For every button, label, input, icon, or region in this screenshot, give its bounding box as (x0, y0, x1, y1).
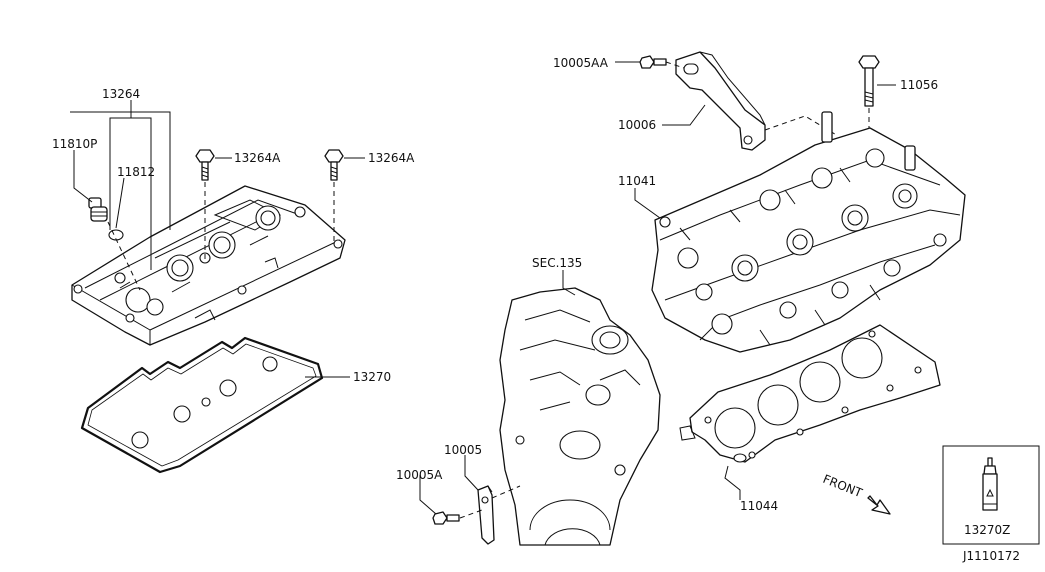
rocker-cover-bolt-2 (324, 149, 344, 181)
label-sec135: SEC.135 (532, 256, 582, 270)
sealant-tube-icon (982, 457, 998, 511)
label-11810p: 11810P (52, 137, 97, 151)
label-11044: 11044 (740, 499, 778, 513)
front-label: FRONT (821, 472, 865, 501)
inset-box (942, 445, 1040, 545)
cylinder-head (651, 111, 966, 353)
label-13270: 13270 (353, 370, 391, 384)
front-arrow-icon (867, 495, 891, 515)
bracket-10005 (477, 485, 495, 545)
label-10005a: 10005A (396, 468, 443, 482)
oil-filler-cap (88, 197, 108, 222)
drawing-number: J1110172 (962, 549, 1020, 563)
bolt-10005a (432, 511, 460, 525)
rocker-cover-gasket (80, 336, 324, 474)
label-11812: 11812 (117, 165, 155, 179)
label-11056: 11056 (900, 78, 938, 92)
rocker-cover-bolt-1 (195, 149, 215, 181)
label-10006: 10006 (618, 118, 656, 132)
bolt-10005aa (639, 55, 667, 69)
rocker-cover (71, 185, 346, 346)
head-gasket (679, 324, 941, 463)
front-cover (499, 287, 661, 546)
bolt-11056 (858, 55, 880, 107)
label-11041: 11041 (618, 174, 656, 188)
bracket-10006 (675, 51, 766, 151)
label-13264: 13264 (102, 87, 140, 101)
label-13264a-2: 13264A (368, 151, 415, 165)
label-10005: 10005 (444, 443, 482, 457)
label-10005aa: 10005AA (553, 56, 609, 70)
label-13270z: 13270Z (964, 523, 1010, 537)
label-13264a-1: 13264A (234, 151, 281, 165)
